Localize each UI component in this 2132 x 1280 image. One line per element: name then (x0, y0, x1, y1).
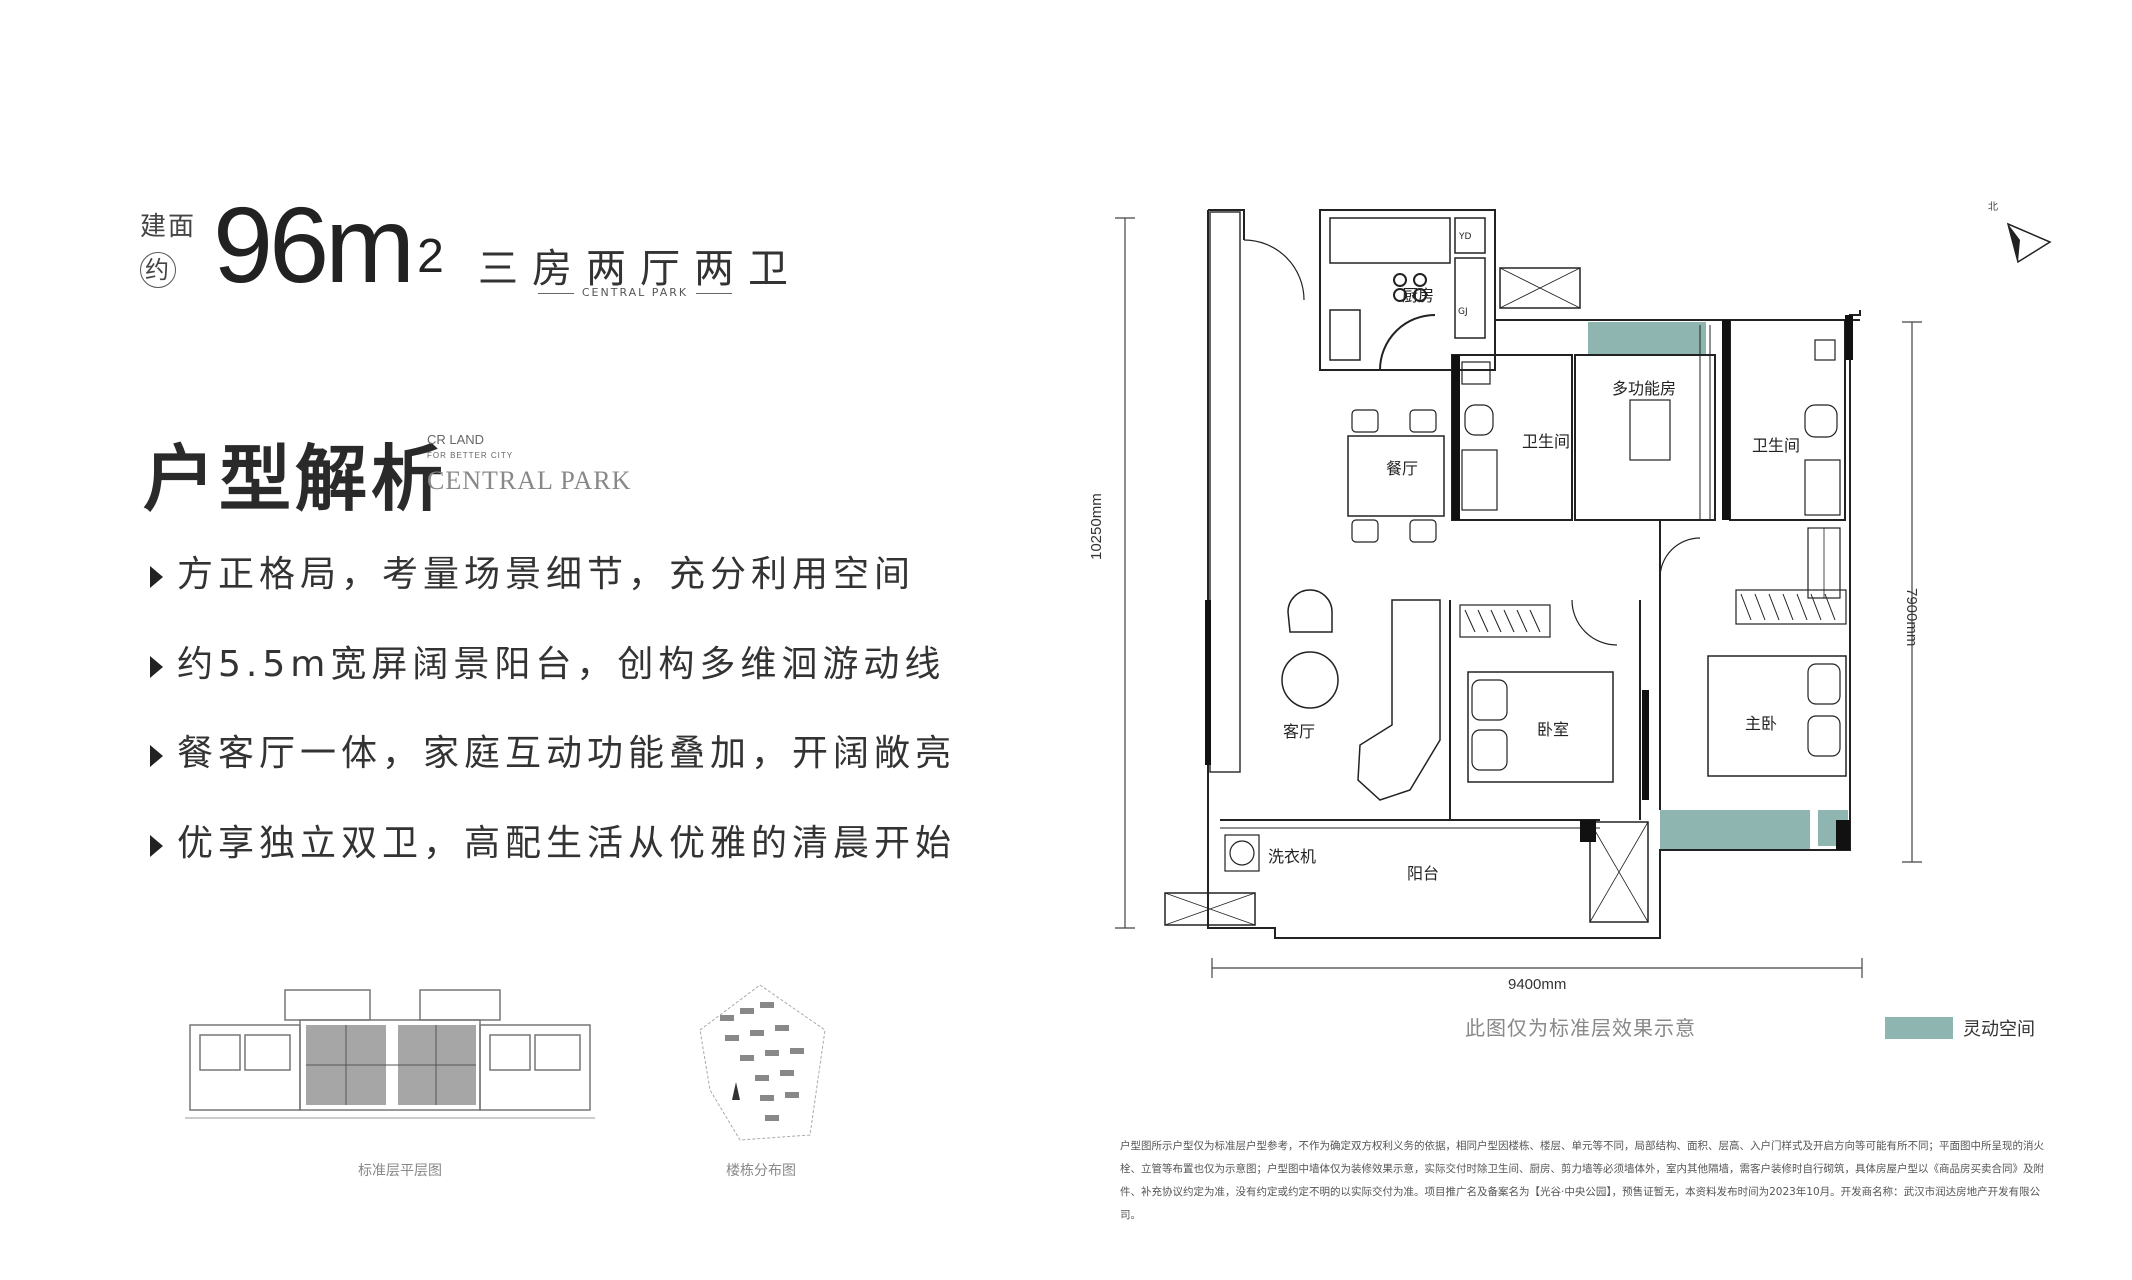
layout-type: 三房两厅两卫 (478, 246, 802, 292)
room-dining: 餐厅 (1386, 459, 1419, 478)
feature-text: 餐客厅一体，家庭互动功能叠加，开阔敞亮 (177, 733, 957, 774)
bullet-arrow-icon (150, 835, 163, 857)
site-north-icon (732, 1082, 740, 1100)
floor-plan (1115, 209, 2052, 978)
legend-swatch (1885, 1017, 1953, 1039)
bullet-arrow-icon (150, 656, 163, 678)
room-bath-1: 卫生间 (1522, 432, 1571, 451)
area-prefix: 建面 约 (140, 210, 200, 288)
legend-label: 灵动空间 (1963, 1019, 2035, 1040)
room-balcony: 阳台 (1407, 864, 1440, 883)
brand-line2: FOR BETTER CITY (427, 451, 514, 460)
north-label: 北 (1988, 202, 1998, 213)
room-washer: 洗衣机 (1268, 847, 1317, 866)
feature-text: 优享独立双卫，高配生活从优雅的清晨开始 (177, 823, 957, 864)
brand-line1: CR LAND (427, 432, 485, 447)
feature-item: 餐客厅一体，家庭互动功能叠加，开阔敞亮 (150, 724, 956, 776)
dim-height-left: 10250mm (1088, 493, 1105, 560)
flex-space-master (1660, 810, 1810, 850)
area-number: 96m (213, 184, 415, 305)
approx-badge: 约 (140, 252, 176, 288)
label-yd: YD (1459, 232, 1472, 242)
feature-text: 约5.5m宽屏阔景阳台，创构多维洄游动线 (177, 644, 946, 685)
site-thumb-label: 楼栋分布图 (726, 1163, 796, 1179)
plan-note: 此图仅为标准层效果示意 (1465, 1016, 1696, 1040)
area-prefix-label: 建面 (140, 212, 197, 242)
area-unit-sup: 2 (417, 230, 444, 283)
room-living: 客厅 (1283, 722, 1316, 741)
section-title: 户型解析 (143, 436, 448, 521)
floor-thumbnail (185, 989, 595, 1119)
site-thumbnail (699, 984, 826, 1141)
layout-tag: CENTRAL PARK (520, 286, 750, 299)
brand-block: CR LAND FOR BETTER CITY (427, 432, 513, 464)
room-bedroom: 卧室 (1537, 720, 1570, 739)
dim-width-bottom: 9400mm (1508, 976, 1567, 993)
room-multi: 多功能房 (1612, 379, 1677, 398)
room-kitchen: 厨房 (1402, 286, 1435, 305)
floor-thumb-label: 标准层平层图 (358, 1163, 442, 1179)
room-master: 主卧 (1745, 714, 1778, 733)
label-gj: GJ (1458, 307, 1468, 317)
room-bath-2: 卫生间 (1752, 436, 1801, 455)
disclaimer: 户型图所示户型仅为标准层户型参考，不作为确定双方权利义务的依据，相同户型因楼栋、… (1120, 1140, 2044, 1221)
feature-item: 优享独立双卫，高配生活从优雅的清晨开始 (150, 814, 956, 866)
dim-height-right: 7900mm (1903, 588, 1920, 647)
flex-space-multi (1588, 322, 1706, 356)
bullet-arrow-icon (150, 745, 163, 767)
bullet-arrow-icon (150, 566, 163, 588)
feature-text: 方正格局，考量场景细节，充分利用空间 (177, 554, 916, 595)
feature-item: 约5.5m宽屏阔景阳台，创构多维洄游动线 (150, 635, 945, 687)
brand-serif: CENTRAL PARK (427, 466, 632, 495)
feature-item: 方正格局，考量场景细节，充分利用空间 (150, 545, 915, 597)
